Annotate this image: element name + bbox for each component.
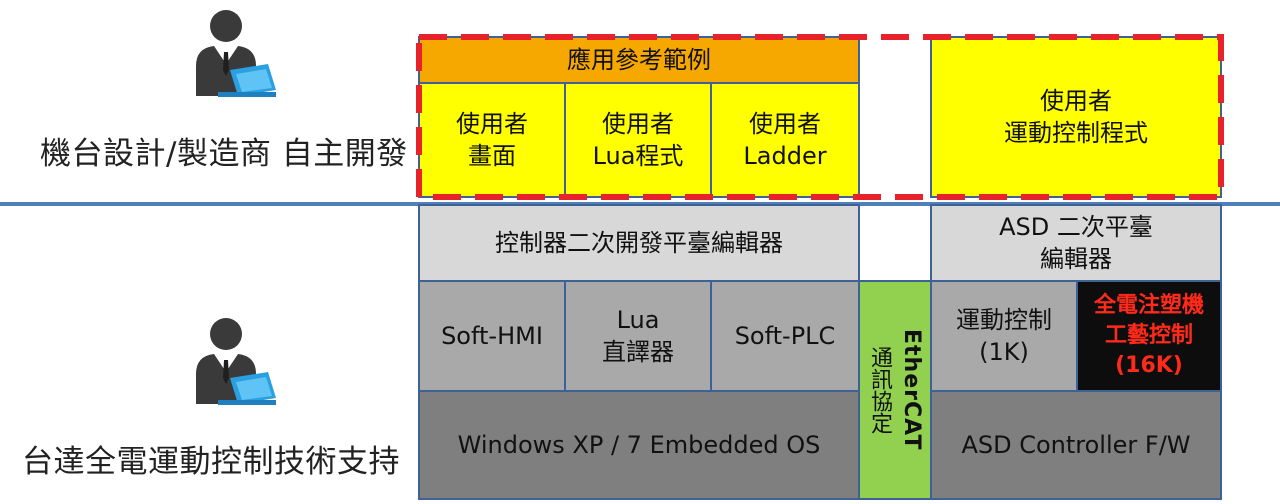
- developer-label: 機台設計/製造商 自主開發: [40, 136, 408, 172]
- protocol-label: 通訊協定: [867, 345, 892, 434]
- motion-control-cell: 運動控制 (1K): [930, 280, 1078, 392]
- application-examples-header: 應用參考範例: [418, 36, 860, 84]
- asd-platform-editor: ASD 二次平臺 編輯器: [930, 204, 1222, 282]
- user-lua-program-cell: 使用者 Lua程式: [564, 82, 712, 198]
- controller-platform-editor: 控制器二次開發平臺編輯器: [418, 204, 860, 282]
- asd-controller-firmware-cell: ASD Controller F/W: [930, 390, 1222, 500]
- ethercat-protocol-cell: EtherCAT 通訊協定: [858, 280, 932, 500]
- soft-plc-cell: Soft-PLC: [710, 280, 860, 392]
- user-screen-cell: 使用者 畫面: [418, 82, 566, 198]
- person-laptop-icon: [196, 318, 276, 405]
- user-ladder-cell: 使用者 Ladder: [710, 82, 860, 198]
- lua-interpreter-cell: Lua 直譯器: [564, 280, 712, 392]
- ethercat-label: EtherCAT: [899, 329, 924, 451]
- soft-hmi-cell: Soft-HMI: [418, 280, 566, 392]
- injection-process-control-cell: 全電注塑機 工藝控制 (16K): [1076, 280, 1222, 392]
- person-laptop-icon: [196, 10, 276, 97]
- windows-embedded-os-cell: Windows XP / 7 Embedded OS: [418, 390, 860, 500]
- user-motion-program-cell: 使用者 運動控制程式: [930, 36, 1222, 198]
- support-label: 台達全電運動控制技術支持: [22, 444, 400, 480]
